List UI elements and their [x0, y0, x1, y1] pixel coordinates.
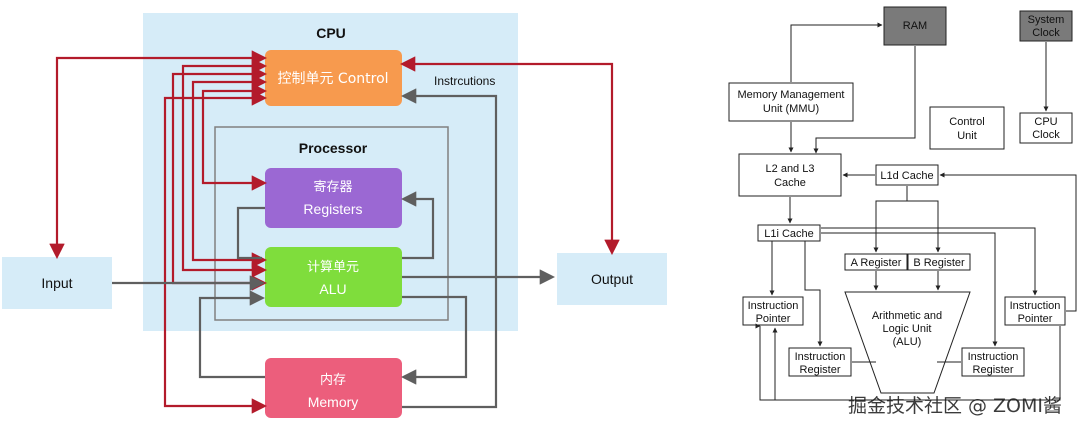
l2-l3-label-2: Cache	[774, 177, 806, 189]
alu-box	[265, 247, 402, 307]
cache-connector-lines	[759, 22, 1077, 401]
control-unit-right-label-1: Control	[949, 116, 984, 128]
instruction-pointer-right-box	[1004, 296, 1066, 326]
alu-right-label-1: Arithmetic and	[872, 310, 942, 322]
instruction-pointer-right-label-2: Pointer	[1018, 313, 1053, 325]
mmu-box	[728, 82, 854, 122]
control-unit-label: 控制单元 Control	[277, 71, 388, 87]
memory-en-label: Memory	[308, 394, 359, 410]
cpu-clock-label-2: Clock	[1032, 129, 1060, 141]
system-clock-label-1: System	[1028, 14, 1065, 26]
system-clock-box	[1019, 10, 1073, 42]
a-register-box	[844, 253, 908, 271]
b-register-label: B Register	[913, 257, 965, 269]
cpu-clock-box	[1019, 112, 1073, 144]
instruction-register-right-box	[961, 347, 1025, 377]
instruction-register-left-box	[788, 347, 852, 377]
alu-cn-label: 计算单元	[307, 260, 359, 275]
cpu-clock-label-1: CPU	[1034, 116, 1057, 128]
instruction-register-left-label-1: Instruction	[795, 351, 846, 363]
alu-trapezoid	[844, 291, 971, 394]
registers-cn-label: 寄存器	[313, 179, 352, 195]
cpu-architecture-diagram: CPU Processor 控制单元 Control 寄存器 Registers…	[2, 13, 667, 418]
memory-cn-label: 内存	[320, 372, 346, 388]
mmu-label-2: Unit (MMU)	[763, 103, 819, 115]
l1d-label: L1d Cache	[880, 170, 933, 182]
watermark-text: 掘金技术社区 @ ZOMI酱	[848, 395, 1062, 417]
output-label: Output	[591, 271, 633, 287]
data-flow-arrows	[112, 88, 556, 409]
l1d-cache-box	[875, 164, 939, 186]
control-unit-right-label-2: Unit	[957, 130, 977, 142]
instruction-pointer-left-label-2: Pointer	[756, 313, 791, 325]
b-register-box	[907, 253, 971, 271]
cpu-cache-diagram: RAM System Clock Memory Management Unit …	[728, 6, 1077, 417]
output-box	[557, 253, 667, 305]
input-label: Input	[41, 275, 72, 291]
l2-l3-cache-box	[738, 153, 842, 197]
input-box	[2, 257, 112, 309]
control-unit-box-right	[929, 106, 1005, 150]
a-register-label: A Register	[851, 257, 902, 269]
l1i-label: L1i Cache	[764, 228, 814, 240]
alu-en-label: ALU	[319, 281, 346, 297]
instruction-pointer-left-box	[742, 296, 804, 326]
l2-l3-label-1: L2 and L3	[766, 163, 815, 175]
instruction-pointer-right-label-1: Instruction	[1010, 300, 1061, 312]
system-clock-label-2: Clock	[1032, 27, 1060, 39]
instruction-register-right-label-2: Register	[973, 364, 1014, 376]
cpu-title: CPU	[316, 25, 346, 41]
registers-box	[265, 168, 402, 228]
memory-box	[265, 358, 402, 418]
mmu-label-1: Memory Management	[738, 89, 845, 101]
instruction-register-left-label-2: Register	[800, 364, 841, 376]
l1i-cache-box	[757, 224, 821, 242]
alu-right-label-3: (ALU)	[893, 336, 922, 348]
alu-right-label-2: Logic Unit	[883, 323, 932, 335]
processor-title: Processor	[299, 140, 368, 156]
instruction-pointer-left-label-1: Instruction	[748, 300, 799, 312]
control-unit-box	[265, 50, 402, 106]
ram-label: RAM	[903, 20, 927, 32]
ram-box	[883, 6, 947, 46]
registers-en-label: Registers	[303, 201, 362, 217]
instructions-label: Instrcutions	[434, 74, 495, 88]
instruction-register-right-label-1: Instruction	[968, 351, 1019, 363]
